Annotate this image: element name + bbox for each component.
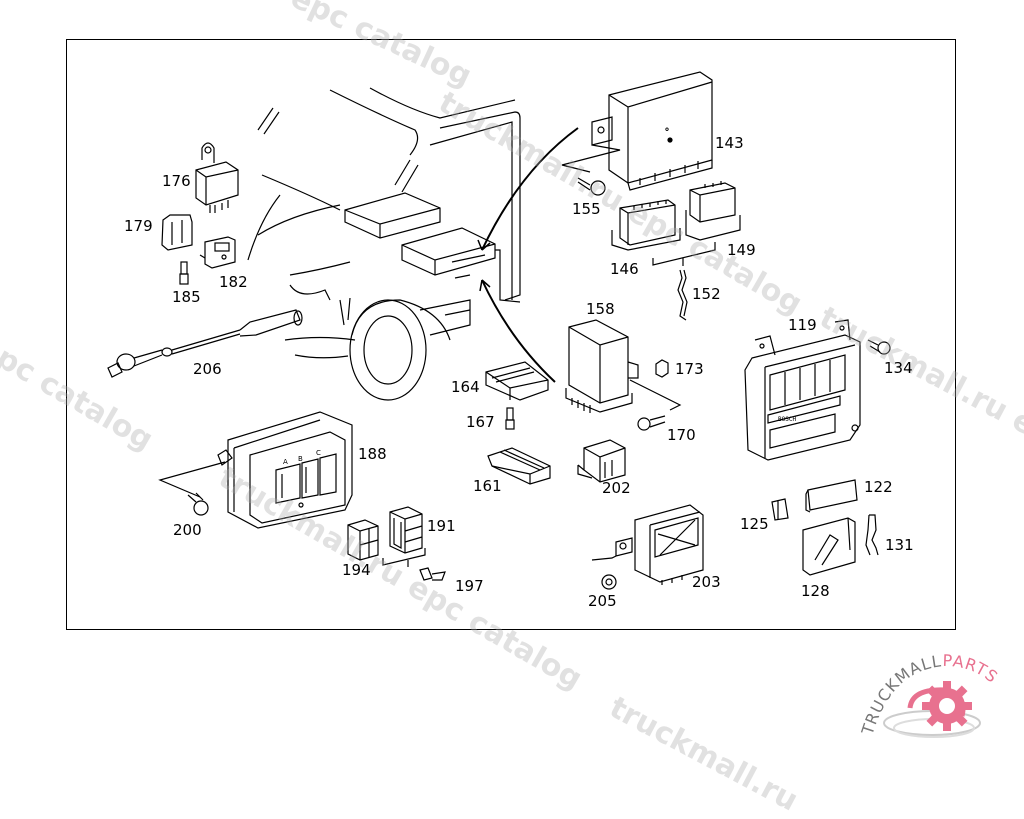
part-164-connector-housing[interactable] (485, 361, 549, 401)
label-197: 197 (455, 577, 484, 595)
svg-text:B: B (298, 455, 303, 463)
part-161-connector-housing[interactable] (487, 447, 551, 485)
part-158-control-module[interactable] (565, 319, 682, 413)
part-185-terminal[interactable] (179, 261, 189, 285)
label-143: 143 (715, 134, 744, 152)
part-188-control-unit[interactable]: A B C (158, 411, 353, 529)
label-202: 202 (602, 479, 631, 497)
vehicle-outline (247, 87, 521, 401)
part-122-connector-cover[interactable] (805, 479, 858, 513)
bracket-194-191 (382, 548, 426, 567)
diagram-frame (66, 39, 956, 630)
label-164: 164 (451, 378, 480, 396)
label-158: 158 (586, 300, 615, 318)
part-125-clip[interactable] (771, 498, 789, 521)
label-185: 185 (172, 288, 201, 306)
label-205: 205 (588, 592, 617, 610)
part-205-nut[interactable] (601, 574, 617, 590)
label-191: 191 (427, 517, 456, 535)
label-155: 155 (572, 200, 601, 218)
svg-text:BOSCH: BOSCH (778, 416, 796, 423)
label-146: 146 (610, 260, 639, 278)
truckmallparts-logo[interactable]: TRUCKMALLPARTS (852, 648, 1022, 748)
gear-icon (883, 681, 981, 738)
label-128: 128 (801, 582, 830, 600)
label-173: 173 (675, 360, 704, 378)
label-170: 170 (667, 426, 696, 444)
label-206: 206 (193, 360, 222, 378)
logo-wordmark: TRUCKMALLPARTS (857, 651, 1001, 738)
part-170-screw[interactable] (637, 415, 666, 431)
label-188: 188 (358, 445, 387, 463)
label-125: 125 (740, 515, 769, 533)
part-202-connector[interactable] (577, 439, 626, 483)
label-119: 119 (788, 316, 817, 334)
label-149: 149 (727, 241, 756, 259)
svg-text:A: A (283, 458, 288, 466)
bracket-146-149 (652, 242, 716, 266)
label-161: 161 (473, 477, 502, 495)
part-155-screw[interactable] (577, 177, 606, 196)
label-176: 176 (162, 172, 191, 190)
label-122: 122 (864, 478, 893, 496)
part-179-bracket[interactable] (161, 214, 193, 251)
pointer-arrows (477, 127, 579, 383)
label-182: 182 (219, 273, 248, 291)
label-152: 152 (692, 285, 721, 303)
part-128-connector[interactable] (802, 517, 856, 576)
label-194: 194 (342, 561, 371, 579)
part-200-screw[interactable] (187, 492, 209, 516)
svg-text:˳: ˳ (664, 117, 670, 131)
part-203-relay-module[interactable] (591, 504, 704, 585)
label-134: 134 (884, 359, 913, 377)
part-119-bosch-control-unit[interactable]: BOSCH (744, 319, 861, 461)
part-167-terminal[interactable] (505, 407, 515, 430)
part-146-connector[interactable] (611, 199, 681, 251)
part-194-connector[interactable] (347, 519, 379, 561)
label-131: 131 (885, 536, 914, 554)
parts-diagram: ˳ (107, 71, 891, 590)
part-173-nut[interactable] (655, 359, 669, 378)
part-131-terminal[interactable] (865, 514, 879, 556)
part-206-cable-sensor[interactable] (107, 309, 303, 378)
part-134-bolt[interactable] (867, 339, 891, 355)
svg-text:TRUCKMALLPARTS: TRUCKMALLPARTS (857, 651, 1001, 738)
part-152-terminal[interactable] (677, 269, 688, 321)
part-176-relay[interactable] (195, 142, 239, 213)
label-167: 167 (466, 413, 495, 431)
label-179: 179 (124, 217, 153, 235)
part-191-connector[interactable] (389, 506, 423, 554)
label-200: 200 (173, 521, 202, 539)
part-149-connector[interactable] (685, 181, 741, 241)
part-197-terminal[interactable] (419, 567, 446, 581)
label-203: 203 (692, 573, 721, 591)
part-143-control-unit[interactable]: ˳ (561, 71, 713, 191)
part-182-relay-socket[interactable] (199, 236, 236, 269)
svg-text:C: C (316, 449, 321, 457)
